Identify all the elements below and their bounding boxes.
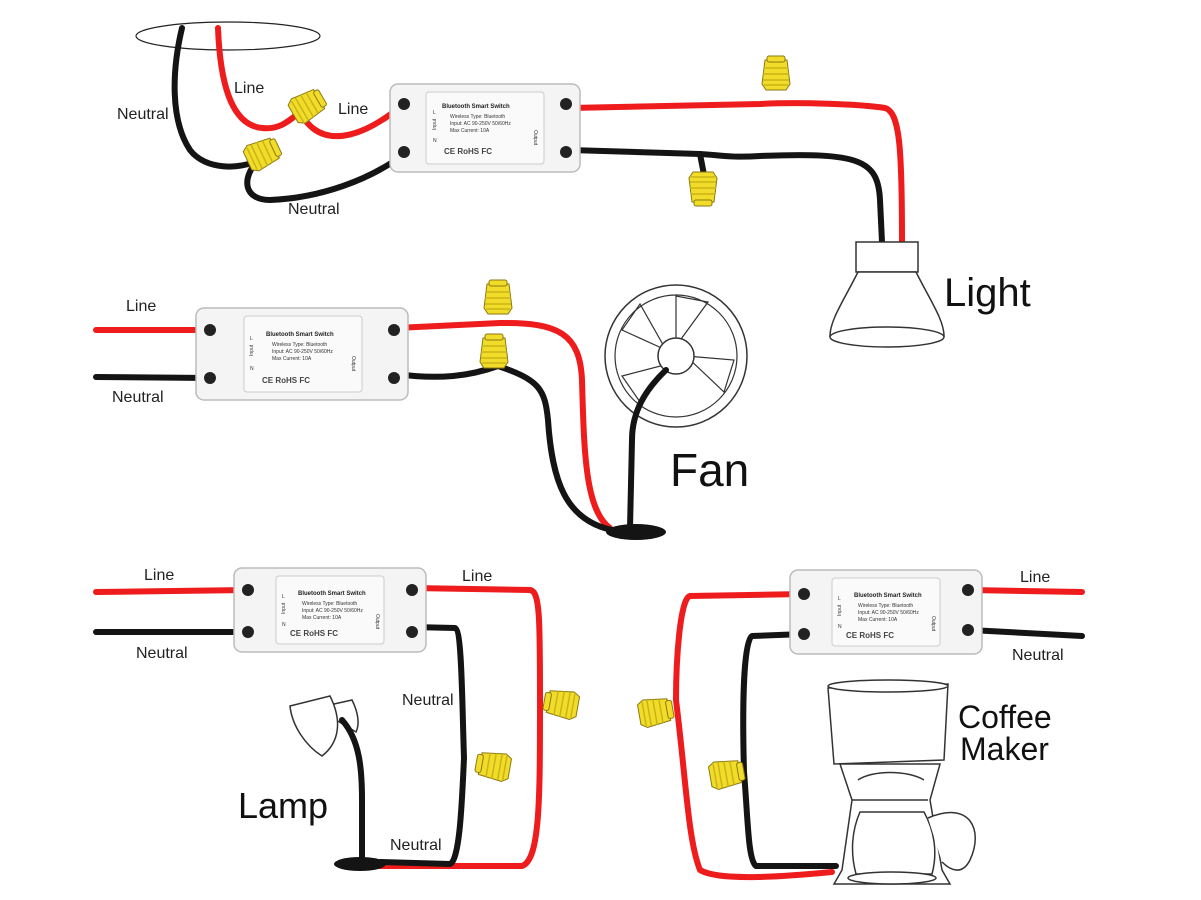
out-neutral-wire: [377, 624, 467, 867]
module-spec-input: Input: AC 90-250V 50/60Hz: [302, 608, 363, 614]
label-neutral: Neutral: [117, 106, 169, 123]
desk-lamp-icon: [289, 695, 386, 871]
out-neutral-wire: [393, 363, 615, 533]
module-spec-current: Max Current: 10A: [858, 617, 898, 623]
out-line-wire: [673, 591, 835, 881]
module-input-label: Input: [837, 604, 843, 616]
module-cert-logos: CE RoHS FC: [262, 376, 310, 385]
wire-nut: [636, 694, 676, 730]
supply-neutral-wire: [967, 627, 1085, 639]
module-title: Bluetooth Smart Switch: [854, 593, 922, 599]
fan-icon: [604, 284, 748, 540]
module-term-n: N: [250, 366, 254, 372]
supply-line-wire: [967, 587, 1085, 595]
light-bulb-icon: [829, 241, 945, 348]
module-output-label: Output: [350, 356, 356, 372]
module-input-label: Input: [281, 602, 287, 614]
label-line: Line: [338, 101, 368, 118]
supply-neutral-wire: [93, 374, 213, 381]
module-input-label: Input: [249, 344, 255, 356]
wire-nut: [761, 55, 791, 91]
label-line: Line: [126, 298, 156, 315]
switch-in-neutral-wire: [244, 151, 407, 203]
out-line-wire: [377, 585, 543, 869]
module-spec-input: Input: AC 90-250V 50/60Hz: [450, 121, 511, 127]
module-title: Bluetooth Smart Switch: [298, 591, 366, 597]
module-term-l: L: [250, 336, 253, 342]
label-lamp: Lamp: [238, 785, 328, 826]
module-output-label: Output: [374, 614, 380, 630]
module-spec-current: Max Current: 10A: [302, 615, 342, 621]
diagram-coffee-maker: Bluetooth Smart Switch Wireless Type: Bl…: [636, 569, 1085, 885]
smart-switch-module-1: Bluetooth Smart Switch Wireless Type: Bl…: [389, 83, 581, 173]
module-spec-input: Input: AC 90-250V 50/60Hz: [272, 349, 333, 355]
module-term-n: N: [282, 622, 286, 628]
label-neutral: Neutral: [402, 692, 454, 709]
module-output-label: Output: [532, 130, 538, 146]
smart-switch-module-3: Bluetooth Smart Switch Wireless Type: Bl…: [233, 567, 427, 653]
module-title: Bluetooth Smart Switch: [442, 104, 510, 110]
module-term-n: N: [433, 138, 437, 144]
label-neutral: Neutral: [1012, 647, 1064, 664]
smart-switch-module-4: Bluetooth Smart Switch Wireless Type: Bl…: [789, 569, 983, 655]
wire-nut: [541, 686, 581, 722]
module-cert-logos: CE RoHS FC: [444, 147, 492, 156]
module-term-l: L: [282, 594, 285, 600]
label-neutral: Neutral: [136, 645, 188, 662]
module-spec-wireless: Wireless Type: Bluetooth: [858, 603, 913, 609]
wire-nut: [240, 132, 285, 175]
out-neutral-wire: [740, 631, 839, 869]
label-fan: Fan: [670, 444, 749, 496]
diagram-light: Bluetooth Smart Switch Wireless Type: Bl…: [117, 21, 1031, 348]
wire-nut: [688, 171, 718, 207]
module-cert-logos: CE RoHS FC: [290, 629, 338, 638]
out-neutral-wire: [567, 147, 885, 245]
label-neutral: Neutral: [288, 201, 340, 218]
module-output-label: Output: [930, 616, 936, 632]
module-spec-wireless: Wireless Type: Bluetooth: [272, 342, 327, 348]
label-line: Line: [462, 568, 492, 585]
label-light: Light: [944, 271, 1031, 315]
module-spec-wireless: Wireless Type: Bluetooth: [302, 601, 357, 607]
module-spec-input: Input: AC 90-250V 50/60Hz: [858, 610, 919, 616]
label-line: Line: [144, 567, 174, 584]
module-cert-logos: CE RoHS FC: [846, 631, 894, 640]
label-coffee-maker-line1: Coffee: [958, 699, 1052, 735]
smart-switch-module-2: Bluetooth Smart Switch Wireless Type: Bl…: [195, 307, 409, 401]
supply-line-wire: [93, 587, 251, 595]
module-input-label: Input: [432, 118, 438, 130]
wire-nut: [483, 279, 513, 315]
wire-nut: [473, 748, 513, 784]
out-line-wire: [393, 319, 613, 531]
wire-nut: [479, 333, 509, 369]
supply-line-wire: [215, 25, 303, 132]
module-term-l: L: [838, 596, 841, 602]
diagram-fan: Bluetooth Smart Switch Wireless Type: Bl…: [93, 279, 749, 540]
module-title: Bluetooth Smart Switch: [266, 332, 334, 338]
wire-nut: [707, 756, 747, 792]
module-term-l: L: [433, 110, 436, 116]
label-neutral: Neutral: [390, 837, 442, 854]
module-spec-current: Max Current: 10A: [272, 356, 312, 362]
out-line-wire: [567, 100, 905, 245]
diagram-lamp: Bluetooth Smart Switch Wireless Type: Bl…: [93, 567, 581, 871]
label-line: Line: [234, 80, 264, 97]
ceiling-box-opening: [135, 21, 321, 51]
module-spec-current: Max Current: 10A: [450, 128, 490, 134]
module-spec-wireless: Wireless Type: Bluetooth: [450, 114, 505, 120]
label-neutral: Neutral: [112, 389, 164, 406]
label-coffee-maker-line2: Maker: [960, 731, 1049, 767]
supply-neutral-wire: [171, 25, 261, 170]
module-term-n: N: [838, 624, 842, 630]
coffee-maker-icon: [827, 679, 976, 885]
label-line: Line: [1020, 569, 1050, 586]
